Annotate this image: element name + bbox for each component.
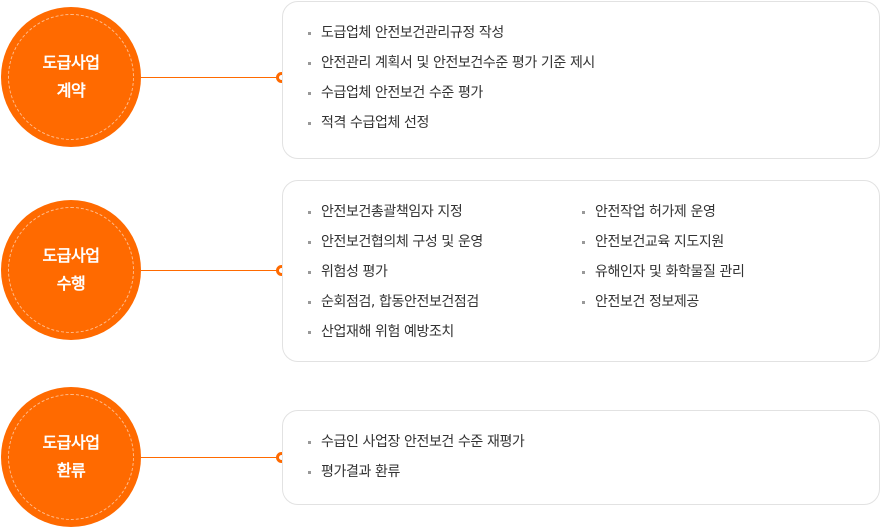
item-list: 안전작업 허가제 운영 안전보건교육 지도지원 유해인자 및 화학물질 관리 안…	[582, 197, 745, 317]
list-item: 안전보건 정보제공	[582, 287, 744, 317]
step-circle-contract: 도급사업 계약	[1, 7, 141, 147]
item-list: 도급업체 안전보건관리규정 작성 안전관리 계획서 및 안전보건수준 평가 기준…	[308, 18, 595, 138]
item-list: 수급인 사업장 안전보건 수준 재평가 평가결과 환류	[308, 427, 525, 487]
step-circle-feedback: 도급사업 환류	[1, 387, 141, 527]
step-box-contract: 도급업체 안전보건관리규정 작성 안전관리 계획서 및 안전보건수준 평가 기준…	[282, 1, 880, 159]
step-title: 도급사업 환류	[42, 433, 100, 480]
connector-line	[141, 77, 277, 78]
list-item: 수급업체 안전보건 수준 평가	[308, 78, 595, 108]
connector-line	[141, 457, 277, 458]
list-item: 수급인 사업장 안전보건 수준 재평가	[308, 427, 525, 457]
list-item: 적격 수급업체 선정	[308, 108, 595, 138]
step-box-feedback: 수급인 사업장 안전보건 수준 재평가 평가결과 환류	[282, 410, 880, 505]
list-item: 안전보건협의체 구성 및 운영	[308, 227, 483, 257]
item-list: 안전보건총괄책임자 지정 안전보건협의체 구성 및 운영 위험성 평가 순회점검…	[308, 197, 483, 347]
step-title: 도급사업 계약	[42, 53, 100, 100]
list-item: 유해인자 및 화학물질 관리	[582, 257, 745, 287]
list-item: 위험성 평가	[308, 257, 483, 287]
step-circle-execution: 도급사업 수행	[1, 200, 141, 340]
list-item: 평가결과 환류	[308, 457, 524, 487]
list-item: 산업재해 위험 예방조치	[308, 317, 483, 347]
list-item: 안전보건총괄책임자 지정	[308, 197, 483, 227]
list-item: 순회점검, 합동안전보건점검	[308, 287, 483, 317]
step-box-execution: 안전보건총괄책임자 지정 안전보건협의체 구성 및 운영 위험성 평가 순회점검…	[282, 180, 880, 362]
list-item: 안전관리 계획서 및 안전보건수준 평가 기준 제시	[308, 48, 595, 78]
list-item: 안전작업 허가제 운영	[582, 197, 744, 227]
list-item: 안전보건교육 지도지원	[582, 227, 744, 257]
connector-line	[141, 270, 277, 271]
list-item: 도급업체 안전보건관리규정 작성	[308, 18, 595, 48]
step-title: 도급사업 수행	[42, 246, 100, 293]
